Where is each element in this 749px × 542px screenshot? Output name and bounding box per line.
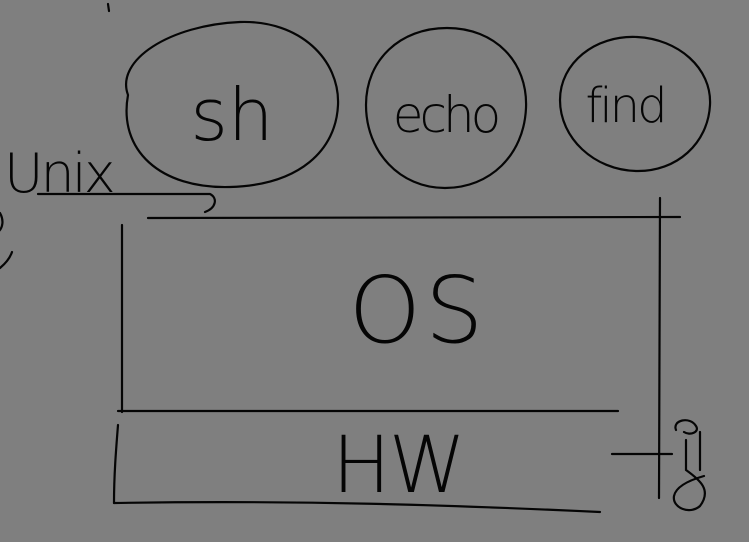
edge-mark-1 [0,211,4,232]
hw-left-line [112,423,120,505]
os-right-line [657,196,662,500]
os-top-line [146,215,682,220]
edge-mark-2 [0,250,14,270]
find-label: find [585,78,664,134]
device-icon [672,419,706,512]
echo-circle [364,26,528,190]
sh-circle [125,20,340,189]
stray-mark [106,2,111,13]
echo-label: echo [393,86,498,144]
find-circle [558,35,712,173]
unix-arrow [36,192,216,214]
os-label: OS [349,257,488,364]
unix-label: Unix [4,142,113,205]
sh-label: sh [190,73,273,157]
hw-label: HW [332,421,464,511]
hw-bottom-line [112,501,602,514]
